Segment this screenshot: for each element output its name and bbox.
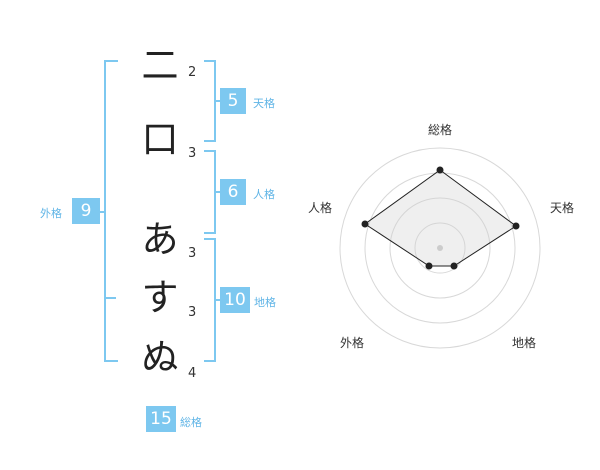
radar-center-dot xyxy=(437,245,443,251)
radar-point-tenkaku xyxy=(512,222,520,230)
radar-point-gaikaku xyxy=(425,262,433,270)
radar-label-soukaku: 総格 xyxy=(428,122,452,137)
soukaku-label: 総格 xyxy=(180,416,202,429)
soukaku-badge: 15 xyxy=(146,406,176,432)
radar-point-soukaku xyxy=(436,166,444,174)
radar-point-chikaku xyxy=(450,262,458,270)
stroke-count-2: 3 xyxy=(188,146,197,161)
stroke-count-1: 2 xyxy=(188,65,197,80)
radar-polygon xyxy=(364,169,517,267)
radar-chart: 総格 天格 地格 外格 人格 xyxy=(308,122,574,350)
radar-label-gaikaku: 外格 xyxy=(340,335,364,350)
jinkaku-connector xyxy=(216,191,220,193)
gaikaku-bracket xyxy=(104,60,118,362)
radar-label-jinkaku: 人格 xyxy=(308,200,332,215)
jinkaku-bracket xyxy=(204,150,216,234)
tenkaku-bracket xyxy=(204,60,216,142)
chikaku-badge: 10 xyxy=(220,287,250,313)
gaikaku-label: 外格 xyxy=(40,207,62,220)
gaikaku-connector xyxy=(100,211,104,213)
tenkaku-connector xyxy=(216,100,220,102)
gaikaku-badge: 9 xyxy=(72,198,100,224)
name-char-1: 二 xyxy=(141,44,179,87)
name-char-5: ぬ xyxy=(141,336,179,379)
chikaku-label: 地格 xyxy=(254,296,276,309)
jinkaku-badge: 6 xyxy=(220,179,246,205)
chikaku-bracket xyxy=(204,238,216,362)
gaikaku-bracket-divider xyxy=(104,297,116,299)
stroke-count-5: 4 xyxy=(188,366,197,381)
radar-point-jinkaku xyxy=(361,220,369,228)
name-char-3: あ xyxy=(141,218,179,261)
radar-label-chikaku: 地格 xyxy=(512,335,536,350)
name-char-4: す xyxy=(141,276,179,319)
radar-label-tenkaku: 天格 xyxy=(550,200,574,215)
tenkaku-label: 天格 xyxy=(253,97,275,110)
jinkaku-label: 人格 xyxy=(253,188,275,201)
tenkaku-badge: 5 xyxy=(220,88,246,114)
stroke-count-4: 3 xyxy=(188,305,197,320)
name-char-2: 口 xyxy=(141,118,179,161)
stroke-count-3: 3 xyxy=(188,246,197,261)
chikaku-connector xyxy=(216,299,220,301)
